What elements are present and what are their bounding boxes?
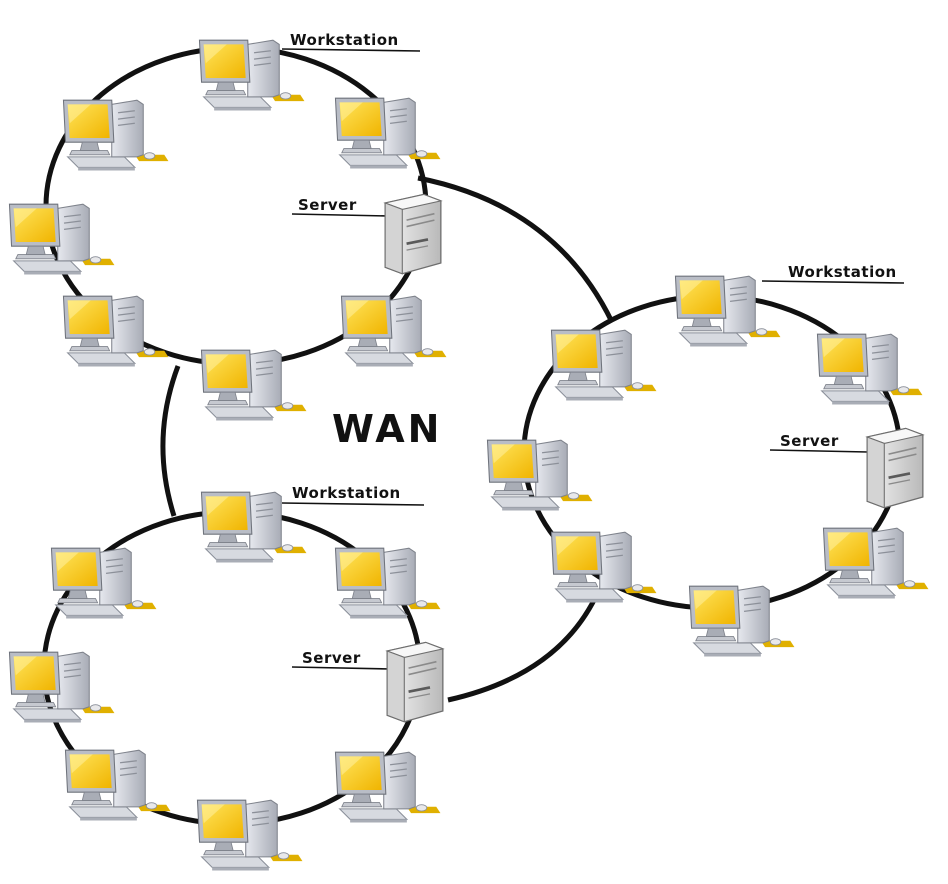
server-icon <box>383 193 443 276</box>
workstation-icon <box>198 39 306 112</box>
lan-ring-right: Workstation Server <box>486 263 930 658</box>
server-label: Server <box>302 649 361 667</box>
workstation-icon <box>8 203 116 276</box>
wan-link-bottom-right <box>447 590 601 703</box>
workstation-icon <box>816 333 924 406</box>
server-leader <box>769 449 869 453</box>
workstation-icon <box>674 275 782 348</box>
server-leader <box>291 213 389 217</box>
server-icon <box>385 641 445 724</box>
workstation-icon <box>334 547 442 620</box>
server-label: Server <box>298 196 357 214</box>
wan-link-top-right <box>417 175 615 324</box>
workstation-label: Workstation <box>292 484 401 502</box>
workstation-icon <box>50 547 158 620</box>
wan-link-left <box>160 365 181 517</box>
workstation-label: Workstation <box>788 263 897 281</box>
server-leader <box>291 666 393 670</box>
workstation-leader <box>281 502 425 506</box>
workstation-icon <box>62 99 170 172</box>
lan-ring-bottom: Workstation Server <box>8 484 445 872</box>
workstation-leader <box>761 280 905 284</box>
workstation-icon <box>550 329 658 402</box>
workstation-icon <box>200 349 308 422</box>
workstation-icon <box>340 295 448 368</box>
server-icon <box>865 427 925 510</box>
workstation-icon <box>64 749 172 822</box>
workstation-icon <box>62 295 170 368</box>
workstation-label: Workstation <box>290 31 399 49</box>
workstation-icon <box>8 651 116 724</box>
workstation-icon <box>822 527 930 600</box>
workstation-icon <box>486 439 594 512</box>
lan-ring-top: Workstation Server <box>8 31 448 422</box>
server-label: Server <box>780 432 839 450</box>
workstation-icon <box>550 531 658 604</box>
workstation-leader <box>281 48 421 52</box>
workstation-icon <box>196 799 304 872</box>
workstation-icon <box>334 97 442 170</box>
workstation-icon <box>334 751 442 824</box>
wan-label: WAN <box>332 407 442 451</box>
